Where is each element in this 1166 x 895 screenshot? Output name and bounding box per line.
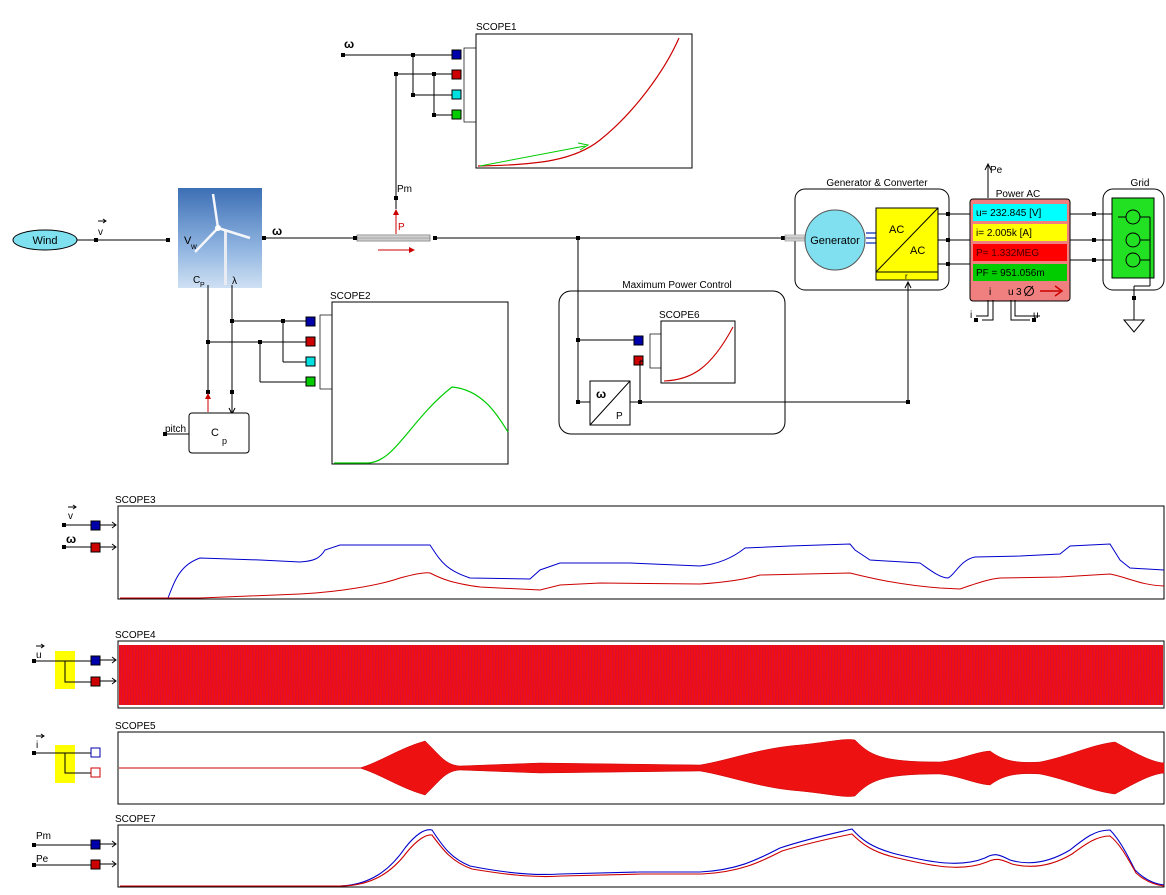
scope4-oscillation bbox=[119, 644, 1163, 706]
turbine-v-label: V bbox=[184, 235, 192, 247]
scope4-title: SCOPE4 bbox=[115, 630, 156, 641]
mechanical-shaft[interactable] bbox=[356, 234, 431, 242]
turbine-w-label: w bbox=[190, 242, 197, 251]
scope1-display[interactable] bbox=[475, 33, 693, 169]
scope4-in1-label: u bbox=[36, 650, 42, 661]
meter-p-value: P= 1.332MEG bbox=[976, 248, 1039, 259]
scope5-title: SCOPE5 bbox=[115, 721, 156, 732]
scope1-title: SCOPE1 bbox=[476, 22, 517, 33]
meter-out-i: i bbox=[970, 310, 972, 321]
power-ac-meter[interactable]: u= 232.845 [V] i= 2.005k [A] P= 1.332MEG… bbox=[969, 198, 1071, 302]
scope5-in1-label: i bbox=[36, 740, 38, 751]
v-arrow-icon bbox=[98, 218, 107, 224]
mpc-omega-label: ω bbox=[596, 387, 606, 401]
turbine-cp-label: C bbox=[193, 275, 200, 286]
scope7-in2-label: Pe bbox=[36, 854, 49, 865]
scope3-in2-label: ω bbox=[66, 532, 76, 546]
tower-icon bbox=[224, 230, 227, 285]
ac1-label: AC bbox=[889, 224, 904, 236]
scope7-display[interactable] bbox=[117, 824, 1165, 888]
scope7-title: SCOPE7 bbox=[115, 814, 156, 825]
scope7-in1-label: Pm bbox=[36, 831, 51, 842]
wind-source[interactable]: Wind bbox=[12, 229, 78, 251]
mpc-group[interactable] bbox=[558, 290, 786, 435]
mpc-title: Maximum Power Control bbox=[622, 280, 731, 291]
scope3-in1-label: v bbox=[68, 511, 73, 522]
grid-title: Grid bbox=[1131, 178, 1150, 189]
shaft-pm-label: Pm bbox=[397, 184, 412, 195]
ground-icon bbox=[1122, 319, 1146, 333]
phase-symbol-icon bbox=[1024, 285, 1034, 297]
scope2-title: SCOPE2 bbox=[330, 291, 371, 302]
scope6-display[interactable] bbox=[660, 320, 736, 384]
turbine-cp-sub: P bbox=[200, 282, 205, 289]
turbine-lambda-label: λ bbox=[232, 276, 237, 287]
cp-pitch-label: pitch bbox=[165, 424, 186, 435]
scope1-input-ports bbox=[451, 47, 477, 123]
grid-source-block[interactable] bbox=[1111, 197, 1155, 286]
shaft-p-label: P bbox=[398, 222, 405, 233]
cp-block-sub: p bbox=[222, 436, 227, 446]
scope3-display[interactable] bbox=[117, 505, 1165, 600]
scope2-input-ports bbox=[305, 314, 333, 390]
meter-out-u: u bbox=[1033, 310, 1039, 321]
meter-footer-u: u bbox=[1008, 287, 1014, 298]
converter-r-label: r bbox=[905, 272, 908, 281]
wind-label: Wind bbox=[32, 235, 57, 247]
scope5-trace bbox=[359, 739, 1165, 797]
meter-pf-value: PF = 951.056m bbox=[976, 268, 1045, 279]
scope1-omega: ω bbox=[344, 37, 354, 51]
meter-footer-i: i bbox=[989, 287, 991, 298]
meter-u-value: u= 232.845 [V] bbox=[976, 208, 1042, 219]
scope2-display[interactable] bbox=[331, 301, 509, 465]
power-flow-arrow-icon bbox=[1040, 285, 1064, 297]
scope6-title: SCOPE6 bbox=[659, 310, 700, 321]
ac-ac-converter[interactable]: AC AC r bbox=[875, 207, 939, 281]
rotor-icon bbox=[194, 193, 251, 253]
generator-block[interactable]: Generator bbox=[804, 209, 866, 271]
scope3-title: SCOPE3 bbox=[115, 495, 156, 506]
scope4-trace bbox=[119, 645, 1163, 705]
wind-turbine-block[interactable]: V w C P λ bbox=[178, 188, 262, 289]
meter-title: Power AC bbox=[996, 189, 1040, 200]
cp-block-label: C bbox=[211, 427, 219, 439]
turbine-omega-label: ω bbox=[272, 224, 282, 238]
meter-i-value: i= 2.005k [A] bbox=[976, 228, 1032, 239]
gen-title: Generator & Converter bbox=[826, 178, 928, 189]
meter-footer-3: 3 bbox=[1016, 287, 1022, 298]
mpc-omega-to-p-block[interactable]: ω P bbox=[589, 380, 631, 426]
meter-pe-label: Pe bbox=[990, 165, 1003, 176]
wind-v-label: v bbox=[98, 227, 103, 238]
generator-label: Generator bbox=[810, 235, 860, 247]
ac2-label: AC bbox=[910, 245, 925, 257]
cp-block[interactable]: C p bbox=[188, 412, 250, 454]
mpc-p-label: P bbox=[616, 411, 623, 422]
